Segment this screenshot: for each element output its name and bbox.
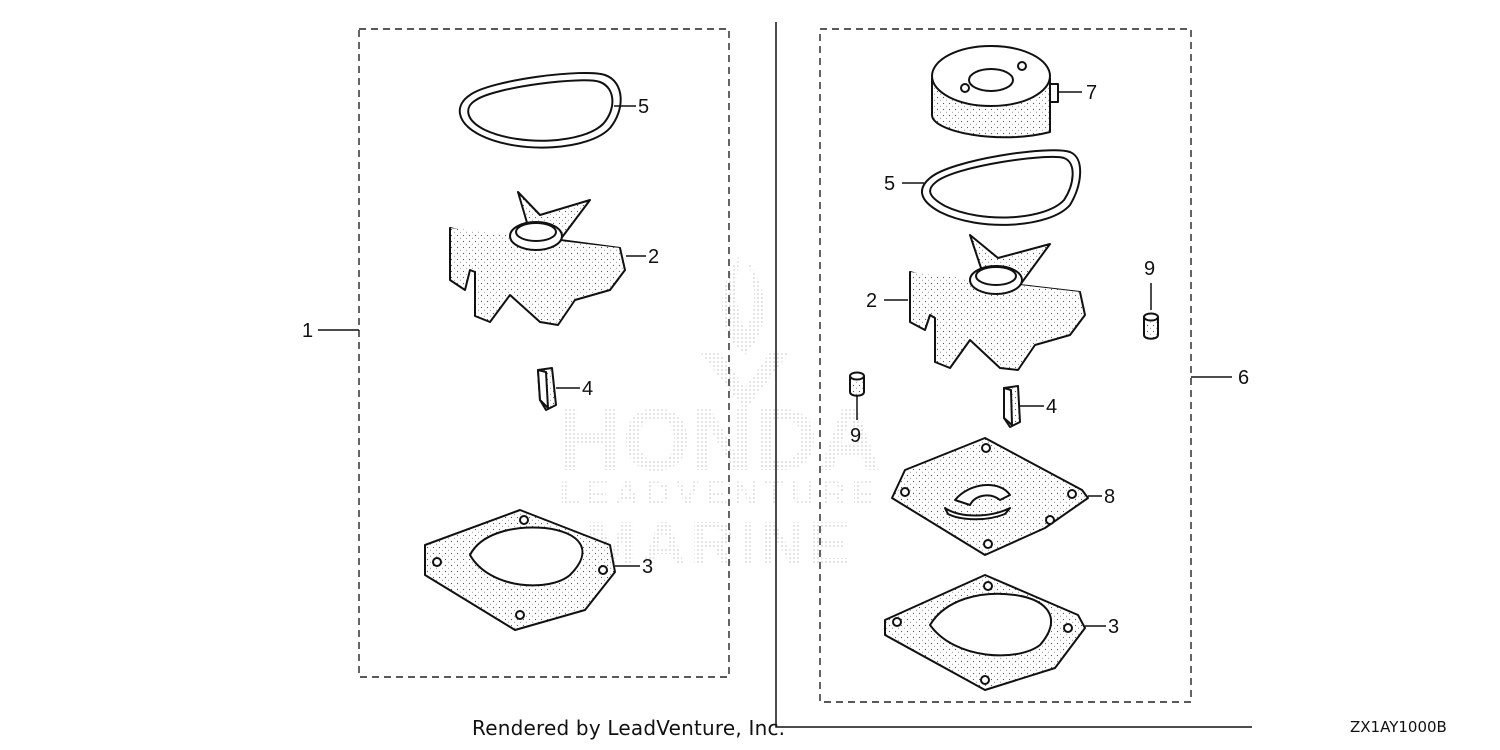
key-right [1003, 385, 1021, 428]
callout-pin-right-upper: 9 [1144, 258, 1155, 280]
callout-impeller-right: 2 [866, 290, 877, 312]
watermark-sub: LEADVENTURE [559, 475, 880, 513]
callout-impeller-left: 2 [648, 246, 659, 268]
rendered-by-credit: Rendered by LeadVenture, Inc. [472, 716, 786, 740]
chevron-logo-icon [700, 352, 790, 410]
callout-key-left: 4 [582, 378, 593, 400]
callout-kit-left: 1 [302, 320, 313, 342]
impeller-right [909, 234, 1086, 371]
wing-logo-icon [721, 255, 765, 355]
callout-housing: 7 [1086, 82, 1097, 104]
callout-o-ring-left: 5 [638, 96, 649, 118]
o-ring-left [458, 72, 622, 149]
kit-bracket-line [775, 22, 1252, 728]
kit-box-right [819, 28, 1192, 703]
diagram-code: ZX1AY1000B [1350, 718, 1447, 736]
watermark-sub2: MARINE [586, 510, 855, 579]
pump-housing [931, 45, 1059, 139]
pin-right-lower [849, 371, 865, 397]
callout-key-right: 4 [1046, 396, 1057, 418]
key-left [537, 367, 557, 411]
callout-plate: 8 [1104, 486, 1115, 508]
pin-right-upper [1143, 312, 1159, 340]
callout-gasket-left: 3 [642, 556, 653, 578]
kit-box-left [358, 28, 730, 678]
callout-pin-right-lower: 9 [850, 425, 861, 447]
callout-gasket-right: 3 [1108, 616, 1119, 638]
gasket-left [424, 509, 616, 631]
impeller-left [449, 191, 626, 326]
watermark-brand: HONDA [559, 390, 882, 489]
watermark: HONDA LEADVENTURE MARINE [559, 255, 882, 579]
wear-plate [891, 437, 1089, 556]
gasket-right [884, 574, 1086, 691]
callout-o-ring-right: 5 [884, 173, 895, 195]
callout-kit-right: 6 [1238, 367, 1249, 389]
o-ring-right [921, 149, 1082, 226]
